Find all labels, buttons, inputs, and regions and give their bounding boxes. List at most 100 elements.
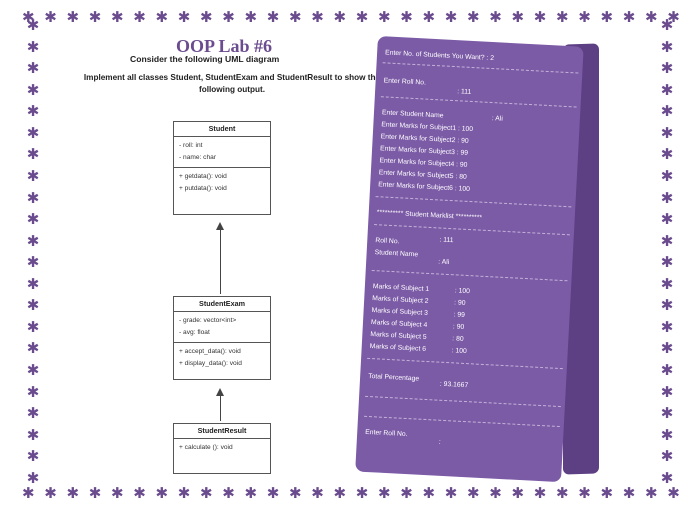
border-star-icon: ✱ bbox=[660, 188, 674, 207]
border-star-icon: ✱ bbox=[44, 7, 57, 26]
border-star-icon: ✱ bbox=[26, 231, 40, 250]
uml-method: + putdata(): void bbox=[179, 185, 227, 192]
console-label: Marks of Subject 6 bbox=[369, 342, 427, 353]
inheritance-arrowhead bbox=[216, 222, 224, 230]
border-star-icon: ✱ bbox=[660, 102, 674, 121]
border-star-icon: ✱ bbox=[26, 166, 40, 185]
border-star-icon: ✱ bbox=[400, 483, 413, 502]
console-value: : 111 bbox=[439, 236, 454, 245]
uml-class-name: StudentExam bbox=[174, 297, 270, 312]
console-value: : 111 bbox=[457, 88, 472, 96]
border-star-icon: ✱ bbox=[266, 483, 280, 502]
border-star-icon: ✱ bbox=[155, 483, 169, 502]
border-star-icon: ✱ bbox=[333, 7, 347, 26]
border-star-icon: ✱ bbox=[177, 7, 191, 26]
border-star-icon: ✱ bbox=[660, 425, 674, 444]
border-star-icon: ✱ bbox=[26, 361, 40, 379]
console-label: Enter Roll No. bbox=[383, 77, 427, 87]
border-star-icon: ✱ bbox=[355, 483, 369, 502]
console-label: Marks of Subject 3 bbox=[371, 307, 429, 317]
inheritance-arrowhead bbox=[216, 388, 224, 396]
console-line: Enter Marks for Subject4 : 90 bbox=[379, 157, 468, 169]
border-star-icon: ✱ bbox=[26, 447, 40, 466]
uml-methods: + getdata(): void + putdata(): void bbox=[174, 168, 270, 214]
left-star-border: ✱✱✱✱✱✱✱✱✱✱✱✱✱✱✱✱✱✱✱✱✱✱ bbox=[24, 18, 42, 486]
border-star-icon: ✱ bbox=[355, 7, 369, 26]
console-line: Enter Marks for Subject1 : 100 bbox=[381, 121, 474, 134]
inheritance-arrow-line bbox=[220, 395, 221, 421]
uml-method: + getdata(): void bbox=[179, 173, 227, 180]
border-star-icon: ✱ bbox=[26, 123, 40, 142]
border-star-icon: ✱ bbox=[266, 7, 280, 26]
border-star-icon: ✱ bbox=[155, 7, 169, 26]
page-title: OOP Lab #6 bbox=[176, 36, 273, 56]
uml-class-studentresult: StudentResult + calculate (): void bbox=[173, 423, 271, 474]
console-value: : 90 bbox=[452, 323, 465, 331]
border-star-icon: ✱ bbox=[26, 37, 40, 56]
console-label: Roll No. bbox=[375, 237, 400, 246]
border-star-icon: ✱ bbox=[467, 483, 480, 502]
border-star-icon: ✱ bbox=[660, 339, 674, 358]
border-star-icon: ✱ bbox=[422, 7, 436, 26]
uml-attribute: - grade: vector<int> bbox=[179, 317, 237, 324]
console-line: Roll No. : 111 bbox=[375, 236, 454, 246]
console-label: Marks of Subject 1 bbox=[372, 283, 430, 294]
border-star-icon: ✱ bbox=[660, 317, 674, 336]
divider bbox=[375, 196, 572, 208]
console-line: Marks of Subject 4 : 90 bbox=[371, 318, 465, 331]
border-star-icon: ✱ bbox=[660, 59, 674, 78]
border-star-icon: ✱ bbox=[660, 404, 674, 423]
border-star-icon: ✱ bbox=[26, 59, 40, 78]
console-line: Enter Student Name : Ali bbox=[381, 108, 503, 122]
border-star-icon: ✱ bbox=[200, 7, 213, 26]
border-star-icon: ✱ bbox=[660, 382, 674, 401]
console-label: Student Name bbox=[374, 249, 419, 259]
border-star-icon: ✱ bbox=[26, 102, 40, 121]
console-label: Enter Student Name bbox=[381, 109, 444, 120]
console-value: : 100 bbox=[454, 287, 471, 296]
console-line: Marks of Subject 6 : 100 bbox=[369, 342, 467, 355]
border-star-icon: ✱ bbox=[26, 468, 40, 487]
border-star-icon: ✱ bbox=[660, 253, 674, 272]
border-star-icon: ✱ bbox=[660, 37, 674, 56]
border-star-icon: ✱ bbox=[645, 483, 658, 502]
border-star-icon: ✱ bbox=[444, 483, 458, 502]
border-star-icon: ✱ bbox=[600, 7, 614, 26]
border-star-icon: ✱ bbox=[26, 425, 40, 444]
border-star-icon: ✱ bbox=[333, 483, 347, 502]
border-star-icon: ✱ bbox=[533, 483, 547, 502]
uml-method: + accept_data(): void bbox=[179, 348, 241, 355]
border-star-icon: ✱ bbox=[88, 483, 102, 502]
uml-attributes: - roll: int - name: char bbox=[174, 137, 270, 168]
border-star-icon: ✱ bbox=[660, 16, 674, 34]
top-star-border: ✱✱✱✱✱✱✱✱✱✱✱✱✱✱✱✱✱✱✱✱✱✱✱✱✱✱✱✱✱✱ bbox=[22, 8, 680, 26]
border-star-icon: ✱ bbox=[556, 483, 569, 502]
border-star-icon: ✱ bbox=[600, 483, 614, 502]
border-star-icon: ✱ bbox=[378, 7, 391, 26]
uml-class-name: Student bbox=[174, 122, 270, 137]
border-star-icon: ✱ bbox=[26, 16, 40, 34]
border-star-icon: ✱ bbox=[444, 7, 458, 26]
border-star-icon: ✱ bbox=[660, 231, 674, 250]
divider bbox=[374, 224, 570, 236]
divider bbox=[364, 415, 560, 428]
console-label: Marks of Subject 2 bbox=[372, 295, 429, 306]
uml-class-student: Student - roll: int - name: char + getda… bbox=[173, 121, 271, 215]
border-star-icon: ✱ bbox=[26, 188, 40, 207]
uml-method: + display_data(): void bbox=[179, 360, 242, 367]
divider bbox=[371, 269, 568, 282]
console-value: : 80 bbox=[452, 335, 464, 343]
border-star-icon: ✱ bbox=[133, 483, 146, 502]
border-star-icon: ✱ bbox=[111, 7, 124, 26]
console-line: Total Percentage : 93.1667 bbox=[368, 372, 468, 389]
console-line: Enter Marks for Subject5 : 80 bbox=[378, 169, 467, 181]
border-star-icon: ✱ bbox=[660, 468, 674, 487]
bottom-star-border: ✱✱✱✱✱✱✱✱✱✱✱✱✱✱✱✱✱✱✱✱✱✱✱✱✱✱✱✱✱✱ bbox=[22, 484, 680, 502]
border-star-icon: ✱ bbox=[26, 253, 40, 272]
border-star-icon: ✱ bbox=[660, 166, 674, 185]
console-value: : 100 bbox=[451, 347, 467, 356]
console-line: Marks of Subject 3 : 99 bbox=[371, 306, 465, 319]
border-star-icon: ✱ bbox=[289, 7, 302, 26]
border-star-icon: ✱ bbox=[578, 7, 591, 26]
console-value: : 99 bbox=[453, 311, 466, 319]
